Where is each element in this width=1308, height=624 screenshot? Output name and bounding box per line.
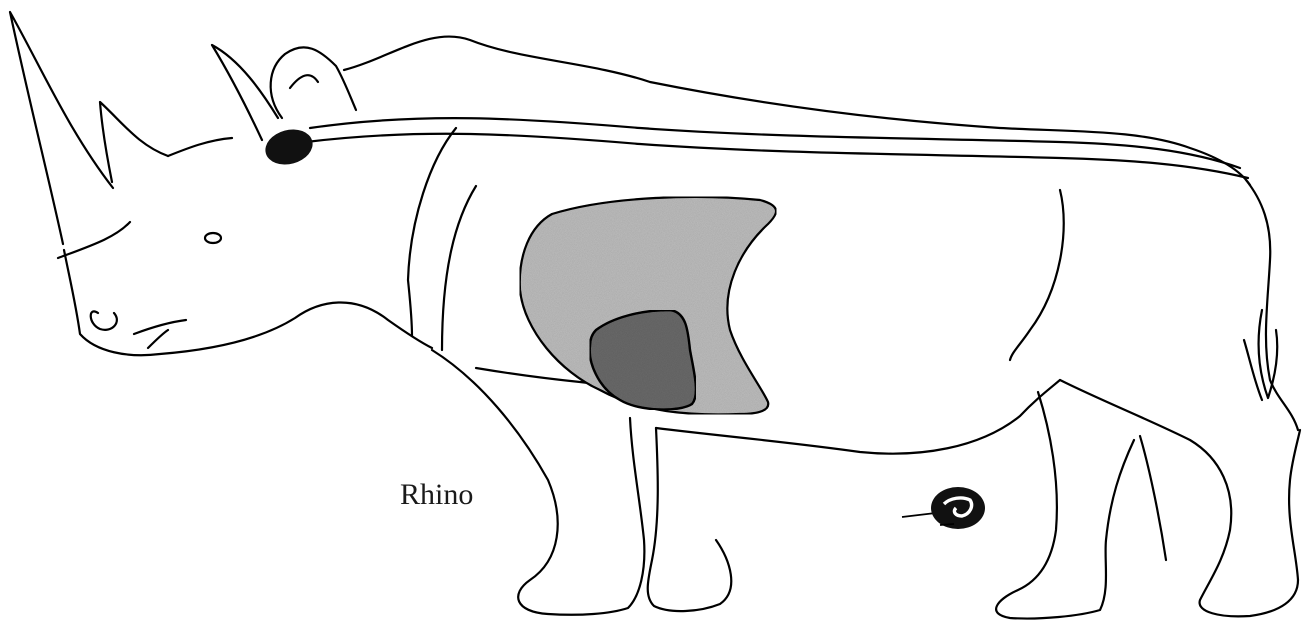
rhino-heart-region — [590, 310, 696, 410]
rhino-eye — [205, 233, 221, 243]
rhino-back-outline — [344, 37, 1250, 185]
rhino-rear-outline — [1010, 180, 1298, 430]
rhino-hind-leg-right — [1060, 380, 1300, 616]
rhino-ear-right — [271, 47, 356, 118]
rhino-tail — [1259, 310, 1278, 398]
rhino-shoulder-fold-1 — [408, 128, 456, 336]
rhino-ear-left — [212, 45, 278, 140]
rhino-horn — [10, 12, 113, 244]
rhino-ear-marker — [261, 124, 316, 169]
rhino-belly-marker — [902, 487, 985, 529]
rhino-label: Rhino — [400, 478, 473, 511]
rhino-hind-leg-left — [996, 392, 1134, 619]
rhino-head-outline — [64, 138, 432, 355]
rhino-front-leg-right — [648, 428, 732, 611]
rhino-cheek-line — [58, 222, 130, 258]
rhino-second-horn — [100, 102, 168, 182]
rhino-shoulder-fold-2 — [442, 186, 476, 350]
rhino-mouth — [91, 311, 186, 348]
